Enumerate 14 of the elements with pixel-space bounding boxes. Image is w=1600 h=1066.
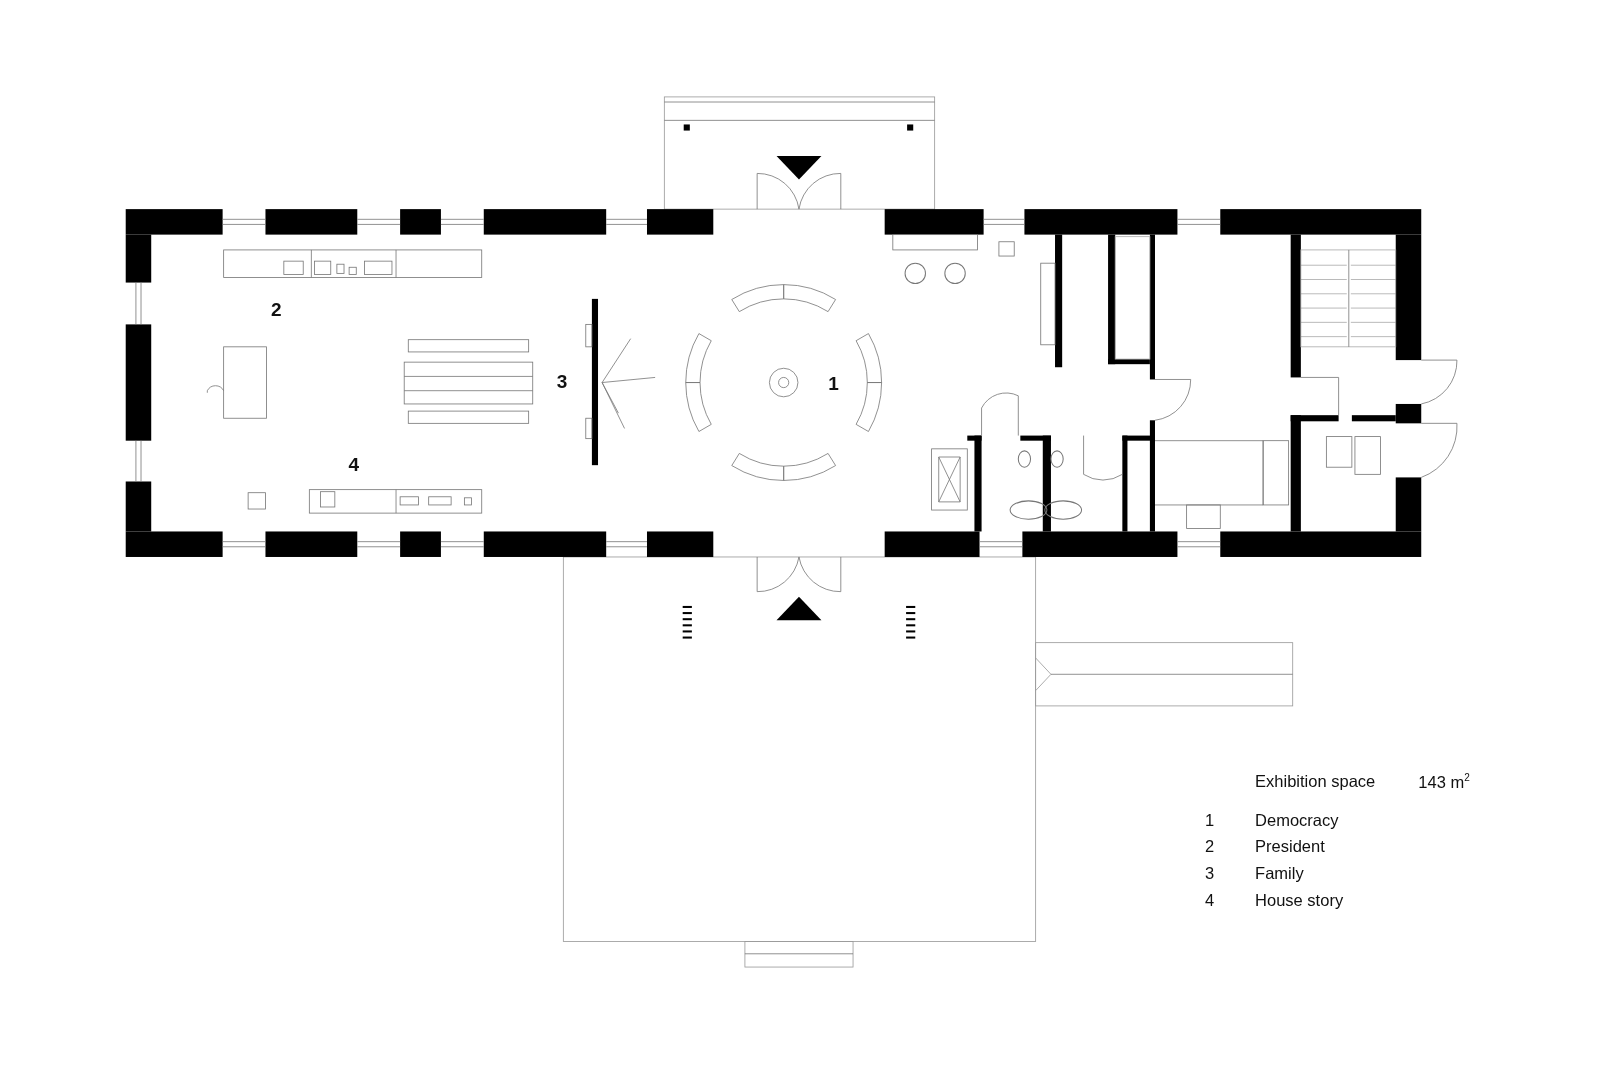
key-label: Family — [1255, 864, 1304, 882]
callout-number: 1 — [828, 374, 839, 394]
callout-number: 3 — [556, 372, 568, 392]
key-number: 4 — [1205, 891, 1215, 908]
key-label: Democracy — [1255, 811, 1339, 829]
key-number: 3 — [1205, 864, 1215, 882]
callout-number: 2 — [271, 299, 282, 319]
key-number: 2 — [1205, 838, 1215, 855]
area-value: 143 m$^{2}$ — [1418, 772, 1470, 791]
key-label: President — [1255, 838, 1325, 855]
area-label: Exhibition space — [1255, 773, 1376, 790]
key-label: House story — [1255, 891, 1344, 908]
key-number: 1 — [1205, 811, 1215, 829]
callout-number: 4 — [348, 454, 360, 474]
